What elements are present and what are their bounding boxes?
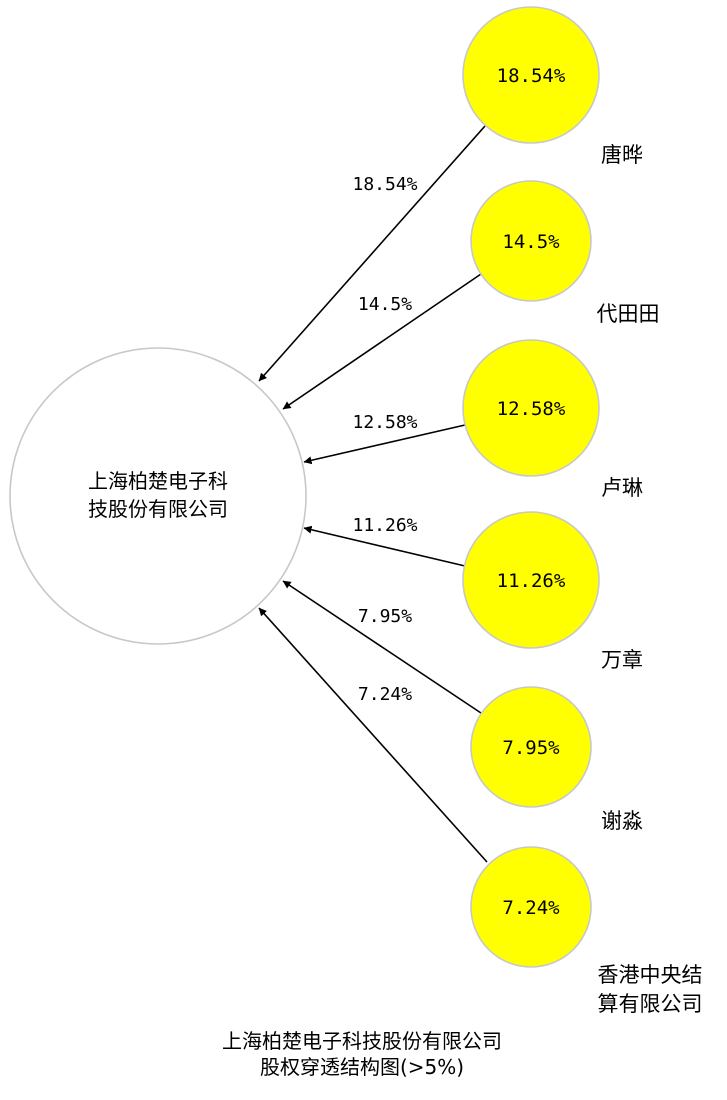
edge-label-4: 11.26%	[352, 515, 417, 536]
shareholder-percent-1: 18.54%	[497, 65, 566, 87]
caption-line-1: 上海柏楚电子科技股份有限公司	[222, 1029, 502, 1053]
shareholder-name-6-line-2: 算有限公司	[598, 992, 703, 1016]
shareholder-circle-2	[470, 180, 592, 302]
edge-line-2	[282, 273, 482, 410]
company-circle	[9, 347, 307, 645]
edge-line-4	[303, 525, 466, 567]
shareholder-circle-6	[470, 846, 592, 968]
edge-label-2: 14.5%	[358, 294, 412, 315]
shareholder-node-3[interactable]: 12.58% 卢琳	[462, 339, 643, 500]
shareholder-name-1-line-1: 唐晔	[601, 143, 643, 167]
edge-label-5: 7.95%	[358, 606, 412, 627]
edge-line-6	[258, 607, 488, 863]
shareholder-circle-5	[470, 686, 592, 808]
caption-line-2: 股权穿透结构图(>5%)	[260, 1055, 464, 1079]
shareholder-percent-6: 7.24%	[502, 897, 560, 919]
shareholder-name-3-line-1: 卢琳	[601, 476, 643, 500]
edge-label-3: 12.58%	[352, 412, 417, 433]
shareholder-percent-3: 12.58%	[497, 398, 566, 420]
ownership-edges: 18.54% 14.5% 12.58% 11.26% 7.95% 7.24%	[258, 125, 488, 863]
shareholder-percent-5: 7.95%	[502, 737, 560, 759]
shareholder-circle-1	[462, 6, 600, 144]
shareholder-name-4-line-1: 万章	[601, 648, 643, 672]
shareholder-percent-4: 11.26%	[497, 570, 566, 592]
shareholder-node-2[interactable]: 14.5% 代田田	[470, 180, 660, 326]
shareholder-node-5[interactable]: 7.95% 谢淼	[470, 686, 643, 833]
edge-line-5	[282, 580, 482, 714]
shareholder-node-1[interactable]: 18.54% 唐晔	[462, 6, 643, 167]
edge-line-3	[303, 424, 466, 465]
shareholder-node-4[interactable]: 11.26% 万章	[462, 511, 643, 672]
shareholder-name-5-line-1: 谢淼	[601, 809, 643, 833]
shareholder-circle-3	[462, 339, 600, 477]
company-name-line-1: 上海柏楚电子科	[88, 469, 228, 493]
shareholder-nodes: 18.54%唐晔14.5%代田田12.58%卢琳11.26%万章7.95%谢淼7…	[462, 6, 703, 1016]
shareholder-name-6-line-1: 香港中央结	[598, 963, 703, 987]
edge-line-1	[258, 125, 486, 382]
company-node[interactable]: 上海柏楚电子科 技股份有限公司	[9, 347, 307, 645]
company-name-line-2: 技股份有限公司	[88, 497, 228, 521]
edge-label-6: 7.24%	[358, 684, 412, 705]
shareholder-percent-2: 14.5%	[502, 231, 560, 253]
shareholder-circle-4	[462, 511, 600, 649]
shareholder-name-2-line-1: 代田田	[597, 302, 660, 326]
edge-label-1: 18.54%	[352, 174, 417, 195]
